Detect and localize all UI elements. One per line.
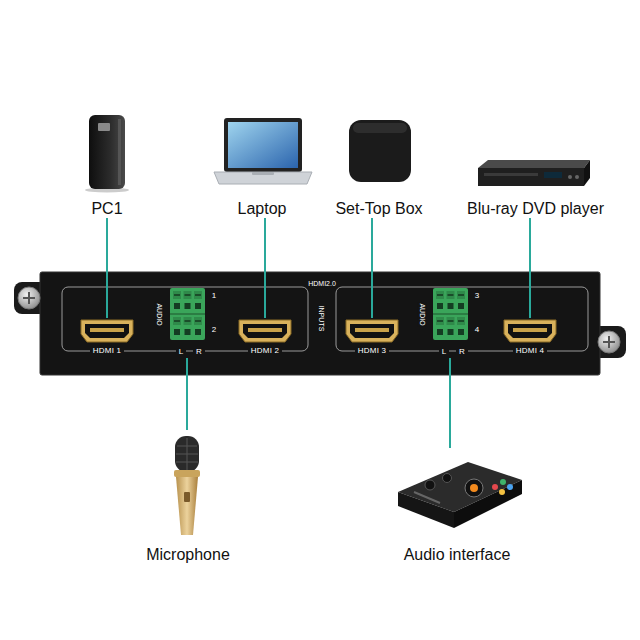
channel-number: 1: [209, 291, 220, 301]
text-slot: L: [174, 346, 188, 358]
audio-terminals: [170, 288, 468, 340]
hdmi-port-node: HDMI 1: [77, 318, 137, 356]
hdmi-port-node: HDMI 4: [500, 318, 560, 356]
device-label: Blu-ray DVD player: [464, 199, 607, 218]
connector-line: [186, 358, 188, 430]
channel-side: L: [439, 347, 450, 357]
port-label: HDMI 2: [248, 346, 282, 356]
audio-label: AUDIO: [418, 302, 427, 326]
microphone-icon: [174, 436, 200, 535]
device-node: Microphone: [138, 430, 238, 564]
bluray-icon: [478, 160, 590, 186]
panel-title: INPUTS: [318, 304, 327, 332]
input-panel: HDMI2.0INPUTSHDMI 1AUDIO12LRHDMI 2HDMI 3…: [40, 272, 600, 375]
text-slot: 3: [471, 290, 483, 302]
channel-side: L: [176, 347, 187, 357]
hdmi-port: [346, 320, 398, 342]
connector-line: [106, 218, 108, 318]
hdmi-port-node: HDMI 3: [342, 318, 402, 356]
audio-label: AUDIO: [155, 302, 164, 326]
text-slot: R: [455, 346, 469, 358]
port-label: HDMI 4: [513, 346, 547, 356]
channel-number: 2: [209, 325, 220, 335]
device-label: PC1: [88, 199, 125, 218]
port-label: HDMI 1: [90, 346, 124, 356]
device-node: Laptop: [212, 112, 312, 218]
device-label: Set-Top Box: [332, 199, 425, 218]
device-node: PC1: [82, 112, 132, 218]
text-slot: AUDIO: [152, 286, 166, 342]
connector-line: [371, 218, 373, 318]
audio-terminal-node: AUDIO 1 2LR: [152, 286, 222, 358]
connector-line: [449, 358, 451, 448]
panel-plate: [14, 272, 626, 375]
audio-terminal: [170, 288, 205, 340]
text-slot: R: [192, 346, 206, 358]
hdmi-port-node: HDMI 2: [235, 318, 295, 356]
channel-side: R: [456, 347, 468, 357]
text-slot: 1: [208, 290, 220, 302]
text-slot: INPUTS: [316, 296, 328, 340]
pc-icon: [85, 115, 129, 193]
port-label: HDMI 3: [355, 346, 389, 356]
panel-spec: HDMI2.0: [307, 279, 337, 288]
set-top-box-icon: [349, 120, 411, 182]
text-slot: AUDIO: [415, 286, 429, 342]
audio-terminal: [433, 288, 468, 340]
device-node: Audio interface: [392, 448, 522, 564]
device-node: Set-Top Box: [327, 112, 431, 218]
hdmi-port: [81, 320, 133, 342]
text-slot: 2: [208, 324, 220, 336]
text-slot: 4: [471, 324, 483, 336]
text-slot: HDMI2.0: [304, 278, 340, 288]
hdmi-port: [239, 320, 291, 342]
channel-number: 3: [472, 291, 483, 301]
text-slot: L: [437, 346, 451, 358]
audio-terminal-node: AUDIO 3 4LR: [415, 286, 485, 358]
device-label: Audio interface: [401, 545, 514, 564]
channel-side: R: [193, 347, 205, 357]
connector-line: [529, 218, 531, 318]
laptop-icon: [214, 118, 312, 184]
audio-interface-icon: [398, 462, 522, 528]
hdmi-port: [504, 320, 556, 342]
device-node: Blu-ray DVD player: [459, 112, 612, 218]
device-label: Laptop: [235, 199, 290, 218]
device-label: Microphone: [143, 545, 233, 564]
connector-line: [264, 218, 266, 318]
channel-number: 4: [472, 325, 483, 335]
